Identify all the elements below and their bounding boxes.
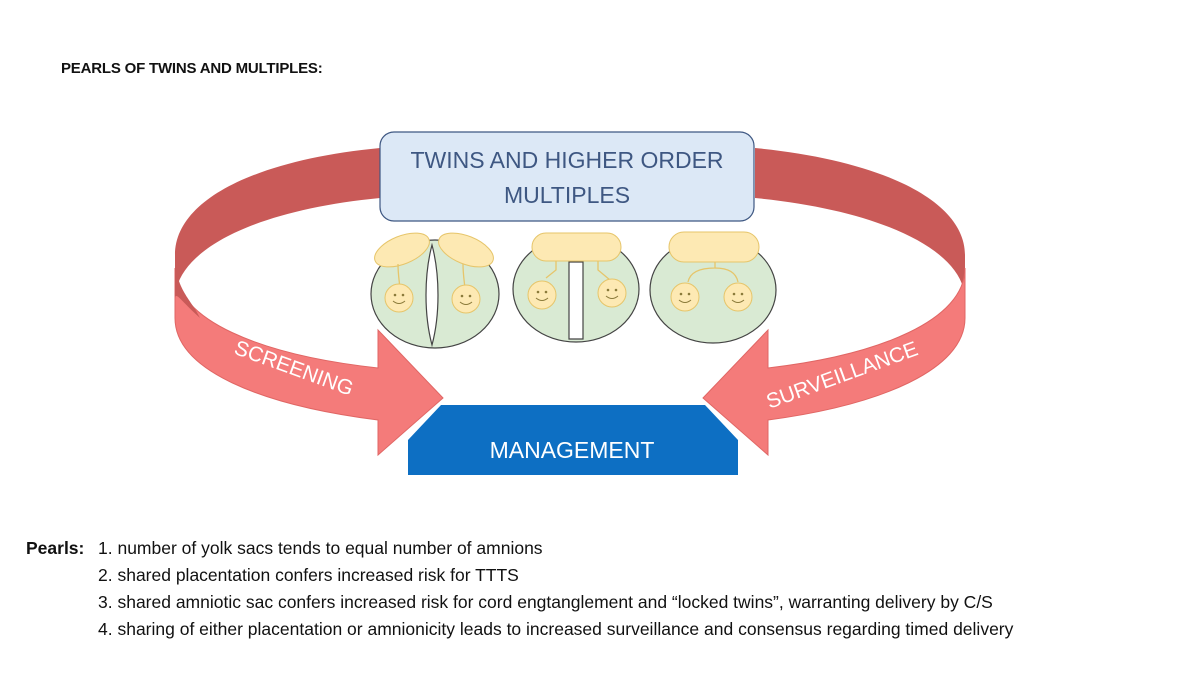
pearl-item-3: 3. shared amniotic sac confers increased… bbox=[98, 592, 993, 612]
page-title: PEARLS OF TWINS AND MULTIPLES: bbox=[61, 60, 323, 77]
center-box bbox=[379, 131, 755, 222]
pearl-item-1: 1. number of yolk sacs tends to equal nu… bbox=[98, 538, 543, 558]
dichorionic-diamniotic-twins-illustration bbox=[370, 232, 500, 349]
monochorionic-diamniotic-twins-illustration bbox=[512, 232, 640, 343]
cycle-arrow-back bbox=[175, 148, 965, 288]
center-box-line-2: MULTIPLES bbox=[504, 182, 630, 208]
surveillance-arrow bbox=[702, 267, 966, 457]
screening-arrow bbox=[174, 267, 444, 457]
pearls-label: Pearls: bbox=[26, 538, 85, 558]
management-box bbox=[408, 405, 738, 475]
screening-arrow-shade bbox=[175, 255, 200, 318]
center-box-line-1: TWINS AND HIGHER ORDER bbox=[410, 147, 723, 173]
pearls-list: 1. number of yolk sacs tends to equal nu… bbox=[98, 535, 1198, 643]
pearl-item-4: 4. sharing of either placentation or amn… bbox=[98, 619, 1014, 639]
management-label: MANAGEMENT bbox=[490, 437, 655, 463]
monochorionic-monoamniotic-twins-illustration bbox=[649, 231, 777, 344]
pearl-item-2: 2. shared placentation confers increased… bbox=[98, 565, 519, 585]
